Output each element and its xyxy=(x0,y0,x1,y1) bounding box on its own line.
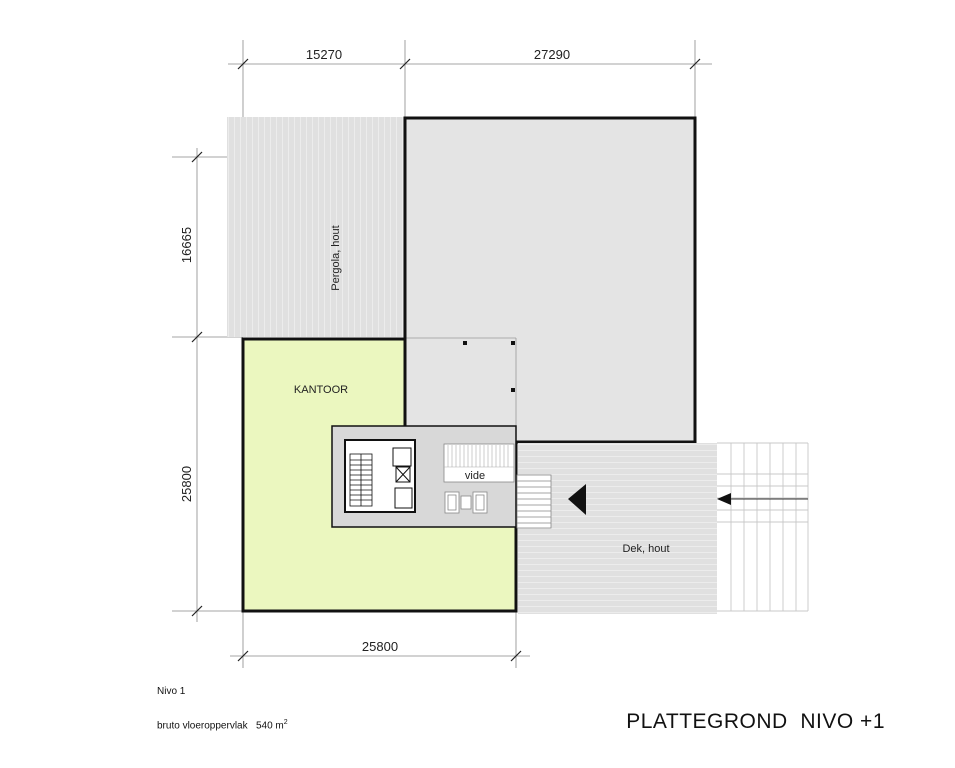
deck-area xyxy=(518,443,717,614)
floor-area-value: 540 m xyxy=(255,720,284,732)
pergola-label: Pergola, hout xyxy=(330,225,342,290)
roof-outline-dashed xyxy=(405,337,517,442)
void-stairs xyxy=(444,445,514,468)
dimension-top-left: 15270 xyxy=(306,47,342,62)
outer-stairs xyxy=(717,442,809,612)
entrance-arrow-icon xyxy=(568,484,586,515)
deck-stairs xyxy=(516,474,552,529)
stairs-core xyxy=(349,453,373,507)
deck-label: Dek, hout xyxy=(622,543,669,555)
void-area xyxy=(443,443,515,483)
stairs-direction-arrow-icon xyxy=(717,493,808,505)
void-label: vide xyxy=(465,470,485,482)
dimension-lines xyxy=(172,40,712,668)
level-label: Nivo 1 xyxy=(157,686,186,697)
roof-block xyxy=(403,116,697,444)
columns xyxy=(463,341,515,392)
dimension-top-right: 27290 xyxy=(534,47,570,62)
floor-area-unit-sup: 2 xyxy=(283,719,288,726)
seating-group xyxy=(444,491,488,514)
dimension-left-upper: 16665 xyxy=(179,227,194,263)
pergola-area xyxy=(227,117,405,337)
dimension-left-lower: 25800 xyxy=(179,466,194,502)
page-title: PLATTEGROND NIVO +1 xyxy=(626,710,885,733)
floor-area: bruto vloeroppervlak 540 m2 xyxy=(157,719,288,731)
dimension-bottom: 25800 xyxy=(362,639,398,654)
floor-area-label: bruto vloeroppervlak xyxy=(157,720,248,732)
office-label: KANTOOR xyxy=(294,384,348,396)
elevator xyxy=(392,447,413,509)
